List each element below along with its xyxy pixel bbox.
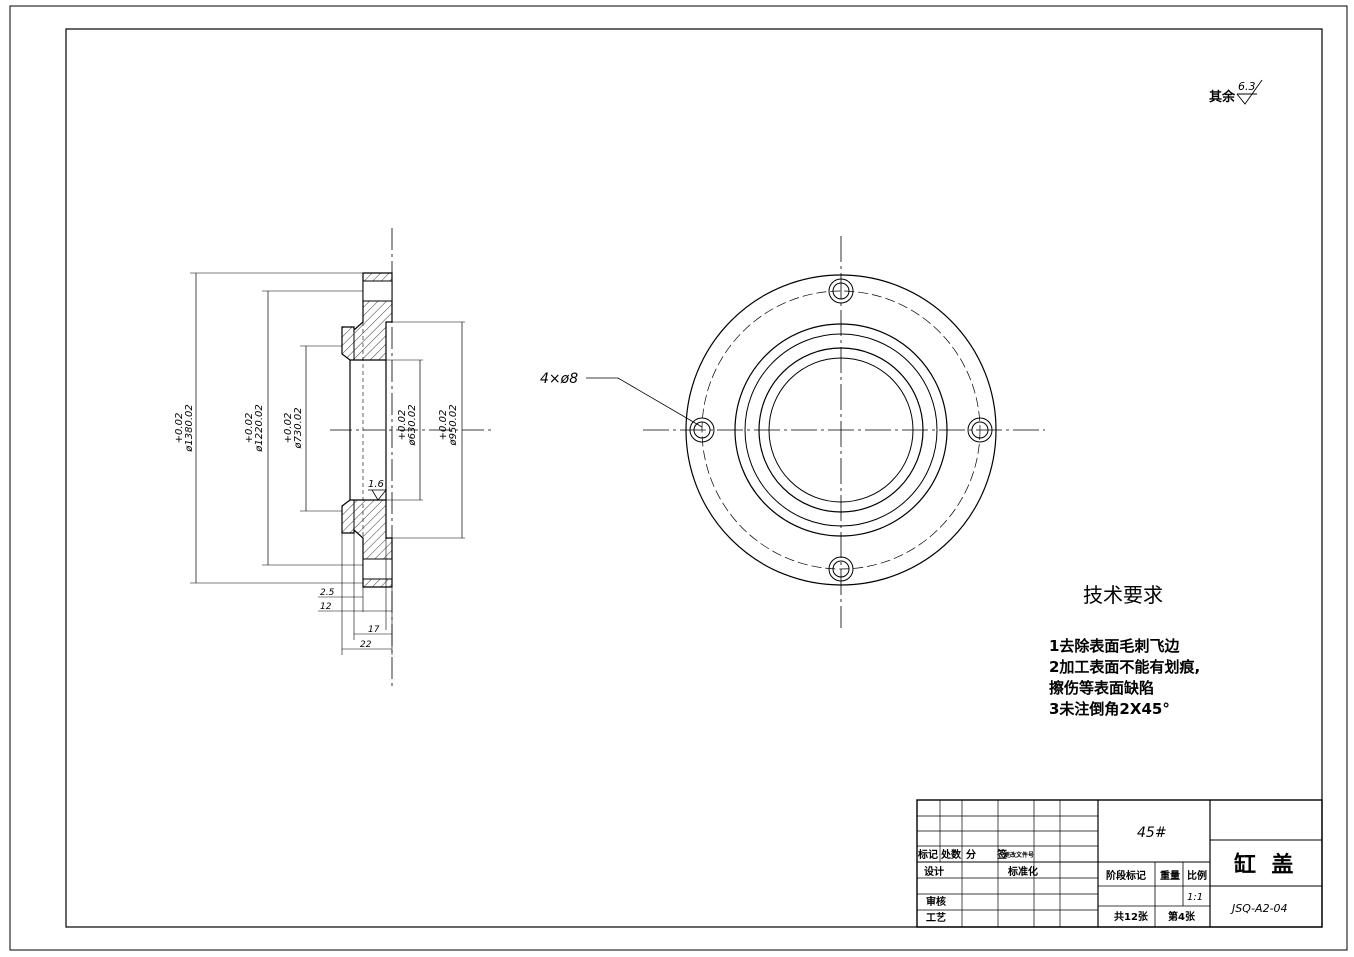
dim-630-tol: +0.02 — [397, 410, 408, 441]
tb-sheet-no: 第4张 — [1168, 910, 1196, 923]
dim-1220-tol: +0.02 — [244, 413, 255, 444]
tb-mark: 标记 — [917, 848, 938, 861]
hole-callout-leader — [586, 377, 703, 428]
outer-border — [9, 5, 1348, 951]
dim-950-tol: +0.02 — [438, 410, 449, 441]
tb-location: 处数 — [940, 848, 962, 861]
dim-950-value: ø950.02 — [448, 404, 459, 446]
tb-weight: 重量 — [1160, 869, 1180, 882]
dim-730-tol: +0.02 — [283, 413, 294, 444]
dim-22: 22 — [360, 640, 372, 650]
bolt-hole-top — [828, 278, 854, 304]
tech-req-title: 技术要求 — [1083, 583, 1163, 607]
bore-roughness-value: 1.6 — [368, 479, 384, 490]
bolt-hole-left — [689, 417, 715, 443]
roughness-symbol-icon — [1236, 79, 1263, 105]
tb-process: 工艺 — [926, 911, 946, 924]
upper-bolt-hole — [362, 280, 393, 302]
tb-drawing-no: JSQ-A2-04 — [1230, 902, 1288, 915]
dim-12: 12 — [320, 602, 332, 612]
boss-inner-circle — [744, 333, 938, 527]
lower-bolt-hole — [362, 558, 393, 580]
tb-scale: 1:1 — [1187, 892, 1203, 903]
dim-17: 17 — [368, 625, 380, 635]
boss-outer-circle — [734, 323, 948, 537]
front-view: 4×ø8 — [540, 236, 1045, 628]
tb-doc: 更改文件号 — [1004, 851, 1034, 859]
hole-callout: 4×ø8 — [540, 371, 578, 387]
title-block — [916, 799, 1323, 928]
inner-border — [65, 28, 1323, 928]
roughness-label: 其余 — [1209, 89, 1236, 105]
tb-sign: 签 — [996, 848, 1008, 861]
tb-part-name: 缸 盖 — [1234, 852, 1293, 878]
bolt-hole-bottom — [828, 556, 854, 582]
section-view: +0.02 ø1380.02 +0.02 ø1220.02 +0.02 ø730… — [174, 228, 495, 690]
dim-1220-value: ø1220.02 — [254, 404, 265, 452]
general-roughness: 其余 6.3 — [1209, 79, 1263, 105]
bolt-hole-right — [967, 417, 993, 443]
tb-zone: 分 — [966, 848, 976, 861]
dim-2-5: 2.5 — [320, 588, 335, 598]
tech-req-line-4: 3未注倒角2X45° — [1049, 700, 1170, 718]
tech-req-line-3: 擦伤等表面缺陷 — [1049, 679, 1154, 697]
bore-outer-circle — [758, 347, 924, 513]
tb-stage: 阶段标记 — [1106, 869, 1146, 882]
tb-check: 审核 — [926, 895, 946, 908]
tech-req-line-2: 2加工表面不能有划痕, — [1049, 658, 1200, 676]
bore-roughness: 1.6 — [368, 479, 387, 501]
technical-requirements: 技术要求 1去除表面毛刺飞边 2加工表面不能有划痕, 擦伤等表面缺陷 3未注倒角… — [1049, 583, 1200, 718]
tech-req-line-1: 1去除表面毛刺飞边 — [1049, 637, 1180, 655]
bore-inner-circle — [768, 357, 914, 503]
tb-standard: 标准化 — [1007, 865, 1038, 878]
tb-material: 45# — [1137, 825, 1167, 841]
dim-1380-value: ø1380.02 — [184, 404, 195, 452]
title-block-text: 标记 处数 分 签 更改文件号 设计 标准化 审核 工艺 45# 阶段标记 重量… — [917, 825, 1293, 924]
dim-1380-tol: +0.02 — [174, 413, 185, 444]
tb-design: 设计 — [924, 865, 944, 878]
bore-roughness-icon — [368, 489, 387, 501]
tb-ratio: 比例 — [1187, 869, 1207, 882]
tb-sheet-total: 共12张 — [1114, 910, 1149, 923]
outer-flange-circle — [685, 274, 997, 586]
roughness-value: 6.3 — [1238, 80, 1256, 93]
dim-630-value: ø630.02 — [407, 404, 418, 446]
dim-730-value: ø730.02 — [293, 407, 304, 449]
bolt-circle — [701, 290, 981, 570]
